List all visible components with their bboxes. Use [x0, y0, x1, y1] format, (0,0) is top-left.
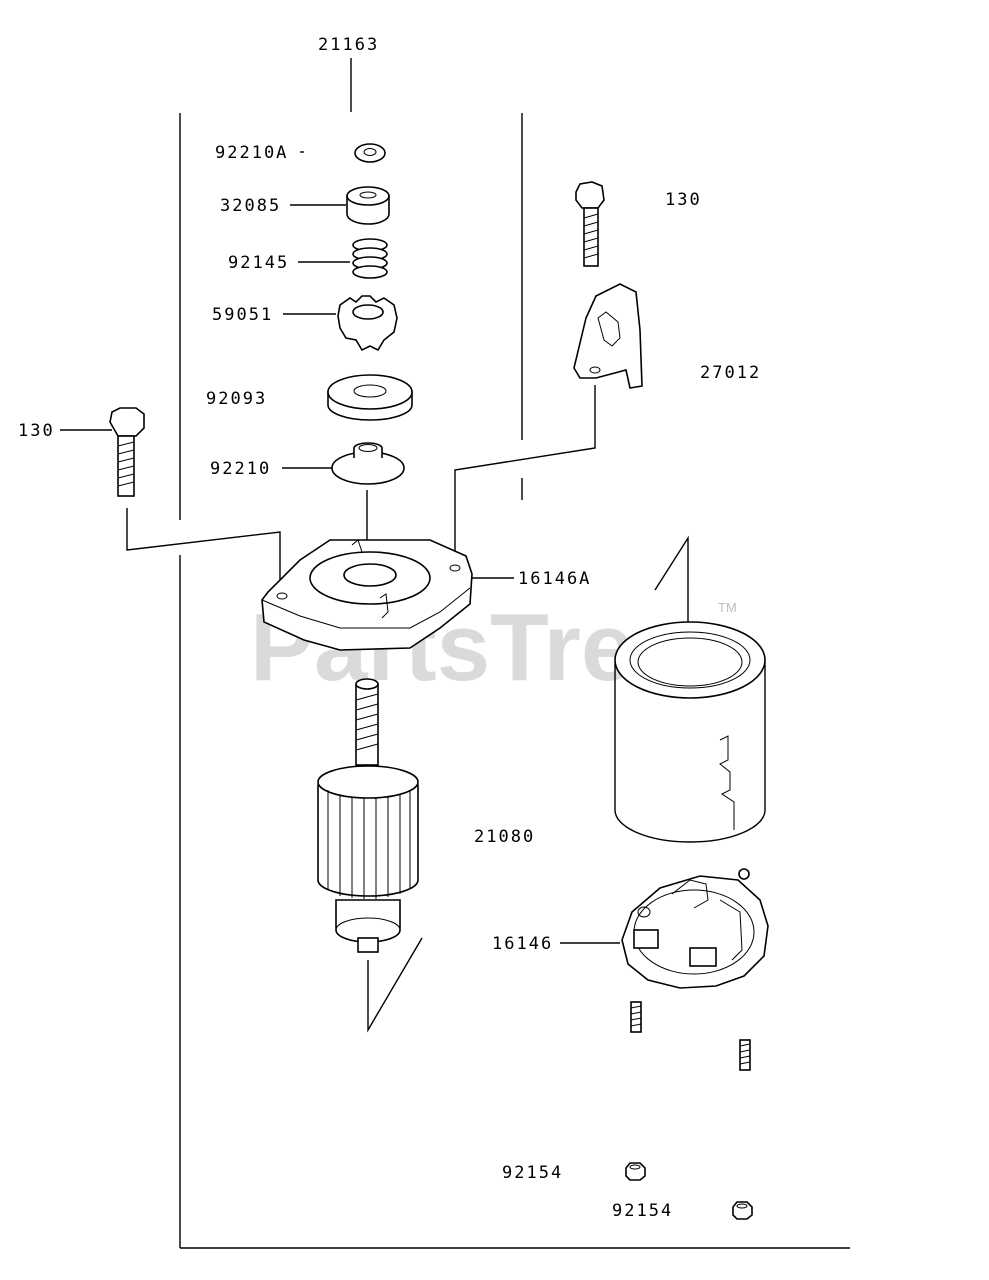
pinion-gear-59051 [337, 295, 398, 352]
bolt-left-130 [109, 407, 145, 497]
label-27012: 27012 [700, 363, 761, 383]
label-92210a: 92210A [215, 143, 288, 163]
front-cover-16146a [261, 539, 473, 651]
label-59051: 59051 [212, 305, 273, 325]
spring-92145 [352, 238, 388, 279]
watermark-trademark: TM [718, 600, 737, 615]
label-130-right: 130 [665, 190, 702, 210]
label-92154-b: 92154 [612, 1201, 673, 1221]
brush-springs [630, 1001, 751, 1071]
label-92145: 92145 [228, 253, 289, 273]
label-16146a: 16146A [518, 569, 591, 589]
part-labels: 21163 92210A 32085 92145 59051 92093 922… [18, 35, 761, 1221]
label-92093: 92093 [206, 389, 267, 409]
armature-21080 [317, 678, 419, 953]
stop-nut-92210 [331, 442, 405, 485]
rear-cover-16146 [621, 868, 769, 989]
label-16146: 16146 [492, 934, 553, 954]
bracket-27012 [573, 283, 643, 389]
label-130-left: 130 [18, 421, 55, 441]
washer-92093 [327, 374, 413, 421]
label-21163: 21163 [318, 35, 379, 55]
collar-32085 [346, 186, 390, 225]
frame-lines [179, 58, 850, 1249]
yoke-housing [614, 621, 766, 843]
leader-lines [60, 151, 689, 1033]
nut-92154-b [732, 1201, 753, 1220]
nut-92210a [354, 143, 386, 163]
label-21080: 21080 [474, 827, 535, 847]
nut-92154-a [625, 1162, 646, 1181]
label-32085: 32085 [220, 196, 281, 216]
label-92210: 92210 [210, 459, 271, 479]
label-92154-a: 92154 [502, 1163, 563, 1183]
bolt-right-130 [575, 181, 605, 267]
